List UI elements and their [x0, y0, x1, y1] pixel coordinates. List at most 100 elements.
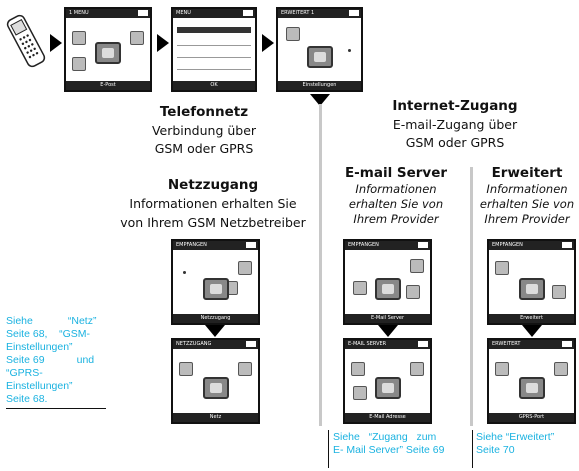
- flow-arrow-right-icon: [262, 34, 274, 52]
- battery-icon: [246, 341, 256, 347]
- note-line: Siehe “Netz”: [6, 315, 97, 327]
- indicator-dot: [183, 271, 186, 274]
- screen-softkey-label: Einstellungen: [278, 81, 361, 90]
- menu-item-icon: [72, 31, 86, 45]
- menu-item-icon: [410, 362, 424, 376]
- battery-icon: [243, 10, 253, 16]
- note-line: Seite 68, “GSM-: [6, 328, 91, 340]
- gprs-port-menu-icon: [518, 377, 545, 399]
- internet-zugang-heading: Internet-Zugang: [392, 98, 518, 114]
- email-server-screen-2: E-MAIL SERVER E-Mail Adresse: [343, 338, 432, 424]
- netzzugang-text-line2: von Ihrem GSM Netzbetreiber: [120, 215, 306, 230]
- screen-title-bar: E-MAIL SERVER: [345, 340, 430, 349]
- erweitert-text-line2: erhalten Sie von: [479, 197, 575, 211]
- note-line: Einstellungen”: [6, 341, 73, 353]
- note-line: Seite 70: [476, 444, 515, 456]
- email-server-text-line3: Ihrem Provider: [353, 212, 439, 226]
- note-line: Seite 68.: [6, 393, 48, 405]
- screen-title-bar: ERWEITERT: [489, 340, 574, 349]
- menu-item-icon: [353, 386, 367, 400]
- netzzugang-text-line1: Informationen erhalten Sie: [129, 196, 297, 211]
- screen-title-bar: NETZZUGANG: [173, 340, 258, 349]
- screen-title-bar: MENU: [173, 9, 255, 18]
- note-border-line: [472, 430, 473, 468]
- menu-item-icon: [72, 57, 86, 71]
- screen-title-bar: EMPFANGEN: [173, 241, 258, 250]
- screen-softkey-label: Netzzugang: [173, 314, 258, 323]
- note-line: Siehe “Erweitert”: [476, 431, 555, 443]
- screen-title-bar: EMPFANGEN: [345, 241, 430, 250]
- screen-title-bar: EMPFANGEN: [489, 241, 574, 250]
- flow-arrow-right-icon: [50, 34, 62, 52]
- column-divider: [319, 104, 322, 426]
- screen-softkey-label: E-Mail Server: [345, 314, 430, 323]
- menu-item-icon: [286, 27, 300, 41]
- netzzugang-heading: Netzzugang: [167, 177, 259, 193]
- screen-title-bar: 1 MENU: [66, 9, 150, 18]
- network-menu-icon: [202, 278, 229, 300]
- column-divider: [470, 167, 473, 426]
- internet-zugang-text-line1: E-mail-Zugang über: [392, 117, 518, 132]
- network-menu-icon: [202, 377, 229, 399]
- email-menu-icon: [95, 41, 121, 64]
- menu-item-icon: [554, 362, 568, 376]
- list-item: [177, 39, 251, 46]
- note-line: Einstellungen”: [6, 380, 73, 392]
- settings-menu-icon: [306, 45, 333, 68]
- mobile-phone-icon: [6, 14, 46, 68]
- battery-icon: [138, 10, 148, 16]
- battery-icon: [246, 242, 256, 248]
- erweitert-text-line1: Informationen: [486, 182, 568, 196]
- erweitert-screen-1: EMPFANGEN Erweitert: [487, 239, 576, 325]
- email-server-text-line1: Informationen: [355, 182, 437, 196]
- erweitert-heading: Erweitert: [491, 165, 563, 181]
- screen-softkey-label: GPRS-Port: [489, 413, 574, 422]
- note-line: “GPRS-: [6, 367, 43, 379]
- battery-icon: [562, 242, 572, 248]
- internet-zugang-text-line2: GSM oder GPRS: [405, 135, 505, 150]
- screen-softkey-label: Erweitert: [489, 314, 574, 323]
- telefonnetz-text-line2: GSM oder GPRS: [154, 141, 254, 156]
- flow-arrow-down-icon: [522, 325, 542, 337]
- erweitert-screen-2: ERWEITERT GPRS-Port: [487, 338, 576, 424]
- battery-icon: [349, 10, 359, 16]
- menu-item-icon: [351, 362, 365, 376]
- flow-arrow-right-icon: [157, 34, 169, 52]
- list-screen: MENU OK: [171, 7, 257, 92]
- netzzugang-screen-2: NETZZUGANG Netz: [171, 338, 260, 424]
- email-server-heading: E-mail Server: [344, 165, 448, 181]
- see-also-note-netz: Siehe “Netz” Seite 68, “GSM- Einstellung…: [6, 315, 106, 406]
- flow-arrow-down-icon: [205, 325, 225, 337]
- screen-softkey-label: E-Mail Adresse: [345, 413, 430, 422]
- menu-item-icon: [552, 285, 566, 299]
- battery-icon: [562, 341, 572, 347]
- menu-item-icon: [495, 261, 509, 275]
- menu-item-icon: [495, 362, 509, 376]
- menu-item-icon: [238, 261, 252, 275]
- email-server-screen-1: EMPFANGEN E-Mail Server: [343, 239, 432, 325]
- email-server-text-line2: erhalten Sie von: [348, 197, 444, 211]
- screen-softkey-label: E-Post: [66, 81, 150, 90]
- erweitert-text-line3: Ihrem Provider: [484, 212, 570, 226]
- erweitert-screen: ERWEITERT 1 Einstellungen: [276, 7, 363, 92]
- battery-icon: [418, 341, 428, 347]
- menu-item-icon: [130, 31, 144, 45]
- indicator-dot: [348, 49, 351, 52]
- note-border-line: [328, 430, 329, 468]
- list-item-selected: [177, 27, 251, 33]
- see-also-note-erweitert: Siehe “Erweitert” Seite 70: [476, 431, 579, 457]
- netzzugang-screen-1: EMPFANGEN Netzzugang: [171, 239, 260, 325]
- screen-softkey-label: Netz: [173, 413, 258, 422]
- list-item: [177, 51, 251, 58]
- menu-item-icon: [353, 281, 367, 295]
- battery-icon: [418, 242, 428, 248]
- menu-item-icon: [179, 362, 193, 376]
- email-address-menu-icon: [374, 377, 401, 399]
- screen-title-bar: ERWEITERT 1: [278, 9, 361, 18]
- telefonnetz-text-line1: Verbindung über: [151, 123, 257, 138]
- telefonnetz-heading: Telefonnetz: [159, 104, 249, 120]
- email-server-menu-icon: [374, 278, 401, 300]
- note-line: Seite 69 und: [6, 354, 95, 366]
- menu-item-icon: [410, 259, 424, 273]
- see-also-note-email-server: Siehe “Zugang zum E- Mail Server” Seite …: [333, 431, 473, 457]
